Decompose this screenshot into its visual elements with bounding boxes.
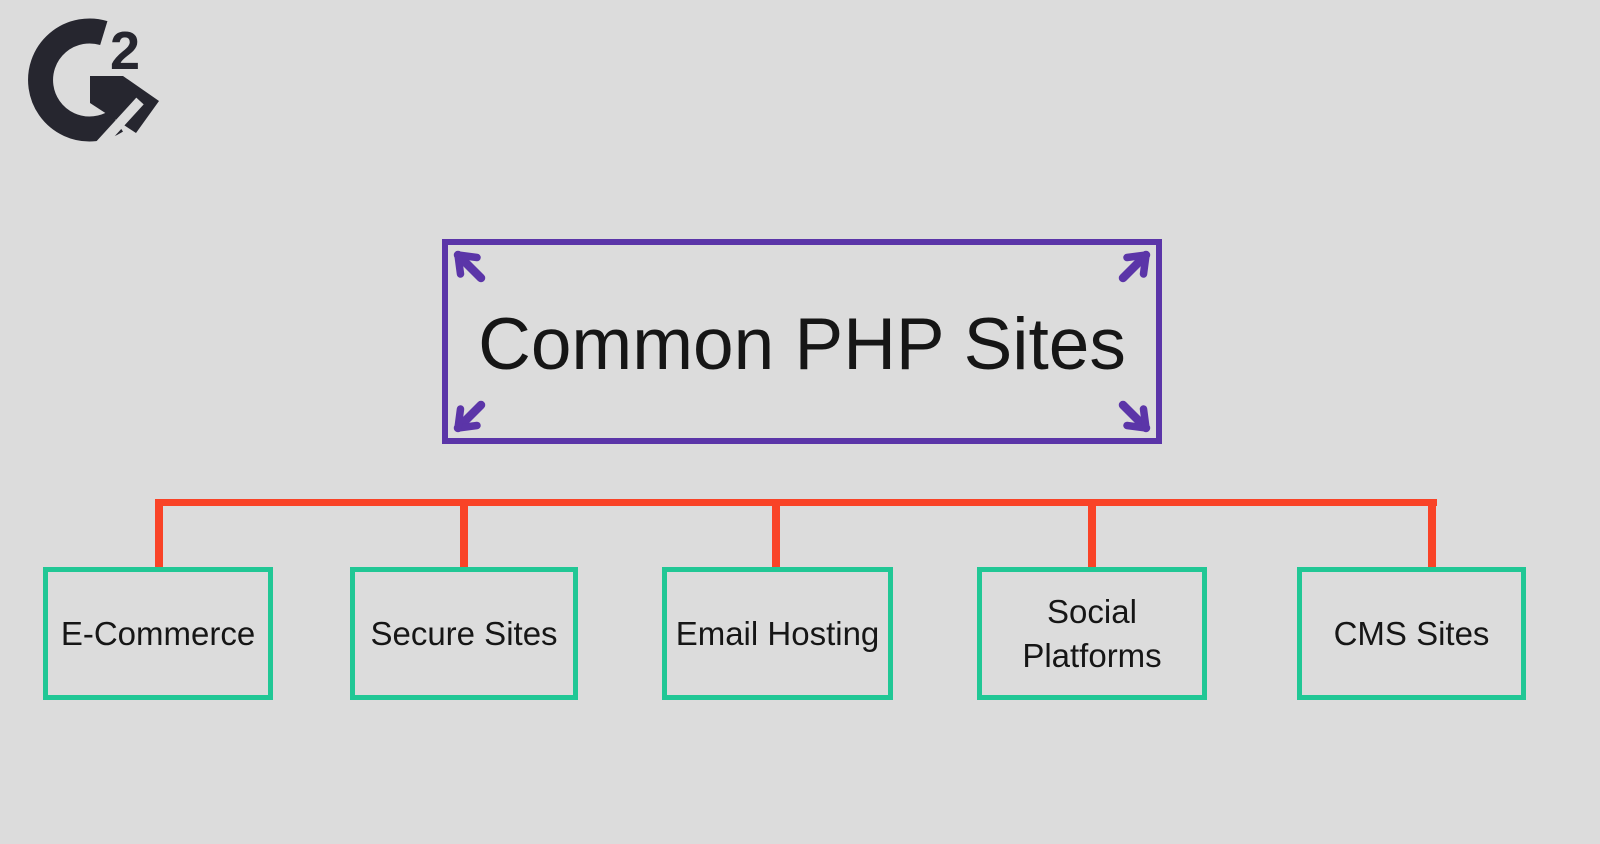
root-node-common-php-sites: Common PHP Sites	[442, 239, 1162, 444]
connector-drop-line	[460, 499, 468, 567]
g2-logo-ring-icon	[28, 18, 123, 142]
connector-drop-line	[1428, 499, 1436, 567]
corner-arrow-icon	[453, 400, 486, 433]
node-social-platforms: Social Platforms	[977, 567, 1207, 700]
node-label: Social Platforms	[1022, 592, 1162, 674]
connector-drop-line	[155, 499, 163, 567]
corner-arrow-icon	[1118, 400, 1151, 433]
node-label: CMS Sites	[1333, 614, 1490, 652]
corner-arrow-icon	[1118, 250, 1151, 283]
node-label: Secure Sites	[370, 614, 558, 652]
g2-logo-arrow-icon	[90, 76, 159, 133]
node-cms-sites: CMS Sites	[1297, 567, 1526, 700]
corner-arrow-icon	[453, 250, 486, 283]
node-email-hosting: Email Hosting	[662, 567, 893, 700]
g2-logo-cut	[94, 97, 144, 143]
connector-drop-line	[772, 499, 780, 567]
g2-logo-superscript: 2	[110, 21, 140, 81]
diagram-title: Common PHP Sites	[478, 304, 1126, 385]
connector-drop-line	[1088, 499, 1096, 567]
connector-horizontal-line	[155, 499, 1437, 506]
node-secure-sites: Secure Sites	[350, 567, 578, 700]
g2-logo: 2	[28, 18, 159, 143]
node-label: E-Commerce	[60, 614, 256, 652]
node-label: Email Hosting	[675, 614, 880, 652]
node-e-commerce: E-Commerce	[43, 567, 273, 700]
